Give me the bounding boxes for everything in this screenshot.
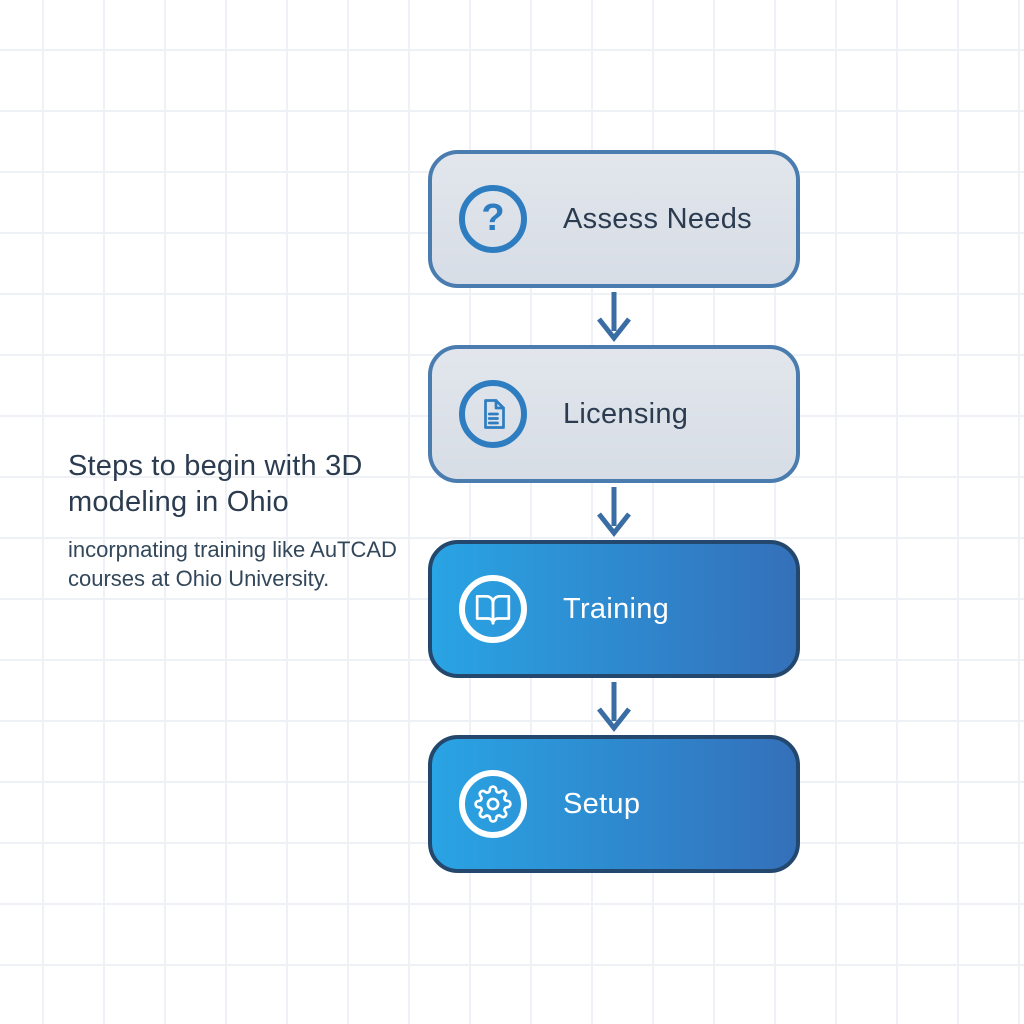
step-licensing: Licensing bbox=[428, 345, 800, 483]
step-label: Setup bbox=[563, 787, 641, 820]
page-subtitle: incorpnating training like AuTCAD course… bbox=[68, 537, 397, 591]
step-assess-needs: ? Assess Needs bbox=[428, 150, 800, 288]
step-training: Training bbox=[428, 540, 800, 678]
step-label: Training bbox=[563, 592, 670, 625]
flowchart: ? Assess Needs Licensing bbox=[428, 150, 800, 873]
question-mark-glyph: ? bbox=[481, 197, 505, 239]
intro-text-block: Steps to begin with 3D modeling in Ohio … bbox=[68, 448, 448, 593]
down-arrow-icon bbox=[597, 486, 631, 537]
down-arrow-icon bbox=[597, 291, 631, 342]
question-mark-icon: ? bbox=[459, 185, 527, 253]
step-label: Assess Needs bbox=[563, 202, 752, 235]
step-setup: Setup bbox=[428, 735, 800, 873]
open-book-icon bbox=[459, 575, 527, 643]
page-title: Steps to begin with 3D modeling in Ohio bbox=[68, 450, 363, 518]
document-icon bbox=[459, 380, 527, 448]
flow-connector bbox=[428, 483, 800, 540]
step-label: Licensing bbox=[563, 397, 689, 430]
gear-icon bbox=[459, 770, 527, 838]
flow-connector bbox=[428, 288, 800, 345]
flow-connector bbox=[428, 678, 800, 735]
down-arrow-icon bbox=[597, 681, 631, 732]
